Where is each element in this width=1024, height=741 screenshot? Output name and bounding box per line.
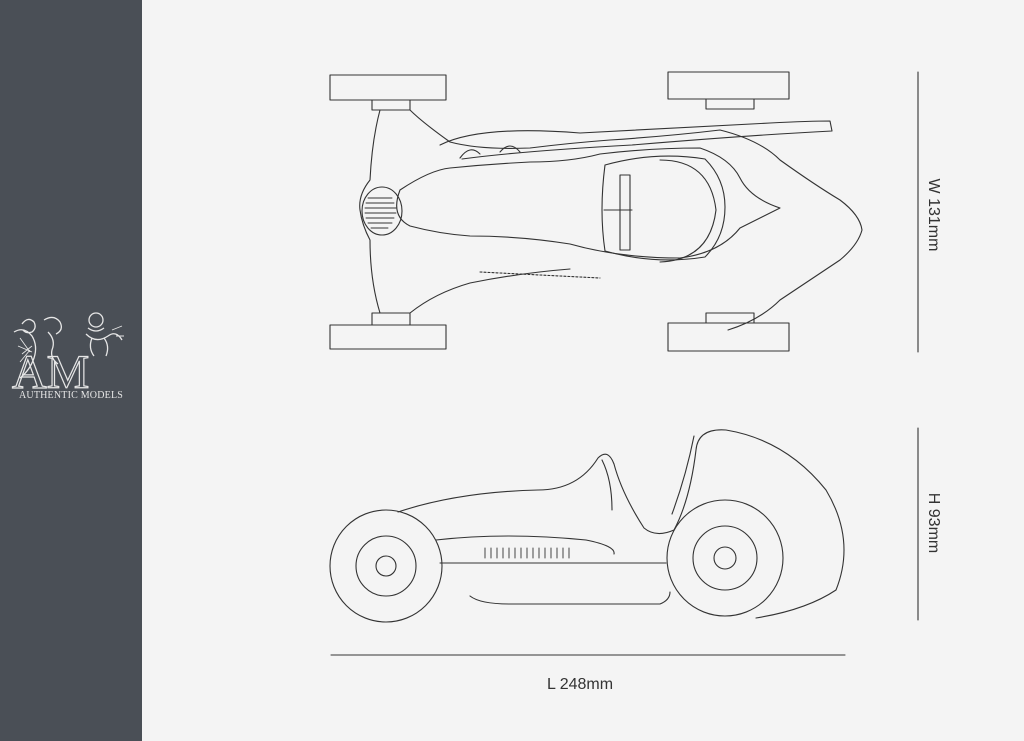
side-view xyxy=(329,429,845,623)
brand-name: AUTHENTIC MODELS xyxy=(18,390,124,401)
top-view xyxy=(329,71,863,352)
top-rear-left-wheel xyxy=(329,74,447,101)
side-front-wheel xyxy=(666,499,784,617)
brand-sidebar: AM AUTHENTIC MODELS xyxy=(0,0,142,741)
height-label: H 93mm xyxy=(925,492,942,554)
side-rear-wheel xyxy=(329,509,443,623)
monogram-text: AM xyxy=(12,346,89,399)
top-front-left-wheel xyxy=(667,71,790,100)
length-label: L 248mm xyxy=(546,676,614,693)
top-rear-right-wheel xyxy=(329,324,447,350)
top-front-right-wheel xyxy=(667,322,790,352)
width-label: W 131mm xyxy=(925,178,942,252)
authentic-models-logo: AM xyxy=(11,312,124,400)
